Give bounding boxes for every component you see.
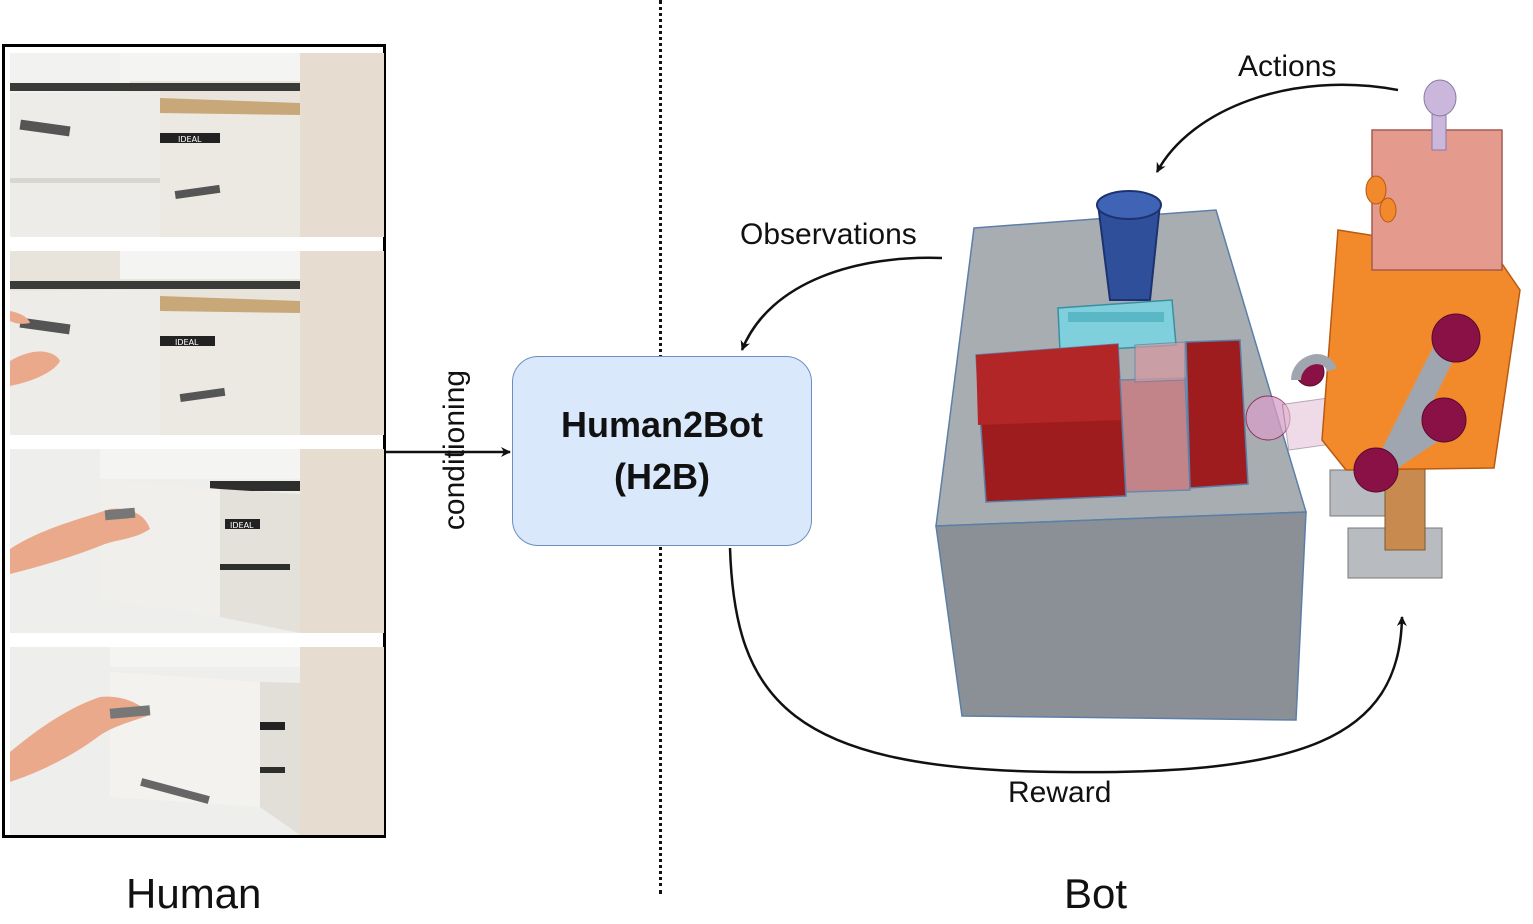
video-frame-4 <box>10 647 384 835</box>
reward-arrow <box>728 547 1407 774</box>
video-frame-1: IDEAL <box>10 53 384 237</box>
svg-text:IDEAL: IDEAL <box>230 521 254 530</box>
video-frame-3: IDEAL <box>10 449 384 633</box>
human-demo-frames: IDEAL IDEAL <box>2 44 386 838</box>
human2bot-model-box: Human2Bot (H2B) <box>512 356 812 546</box>
human-section-label: Human <box>126 870 262 917</box>
video-frame-2: IDEAL <box>10 251 384 435</box>
observations-arrow <box>740 256 943 351</box>
actions-arrow <box>1155 83 1399 173</box>
reward-label: Reward <box>1008 776 1112 809</box>
observations-label: Observations <box>740 218 917 251</box>
conditioning-label: conditioning <box>438 369 471 531</box>
actions-label: Actions <box>1238 50 1337 83</box>
model-name: Human2Bot <box>560 404 763 445</box>
svg-text:IDEAL: IDEAL <box>178 135 202 144</box>
bot-scene <box>935 79 1521 721</box>
bot-section-label: Bot <box>1064 870 1128 917</box>
svg-text:IDEAL: IDEAL <box>175 338 199 347</box>
model-abbrev: (H2B) <box>614 456 710 497</box>
